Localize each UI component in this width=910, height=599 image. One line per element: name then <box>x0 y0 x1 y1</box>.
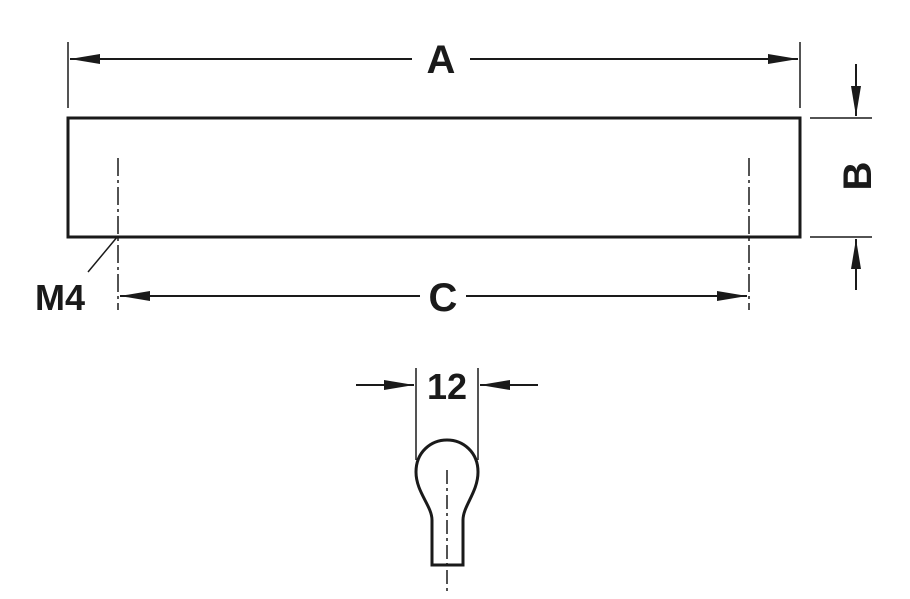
dimension-c: C <box>120 276 747 320</box>
handle-bar-outline <box>66 116 802 239</box>
thread-callout-m4: M4 <box>35 235 119 318</box>
dimension-a: A <box>67 38 801 108</box>
dimension-a-label: A <box>427 38 456 82</box>
dimension-12: 12 <box>356 366 538 460</box>
dimension-b: B <box>810 64 880 290</box>
dimension-12-label: 12 <box>427 366 467 407</box>
thread-label-m4: M4 <box>35 277 85 318</box>
dimension-b-label: B <box>836 162 880 191</box>
handle-cross-section <box>414 438 480 592</box>
dimension-c-label: C <box>429 276 458 320</box>
